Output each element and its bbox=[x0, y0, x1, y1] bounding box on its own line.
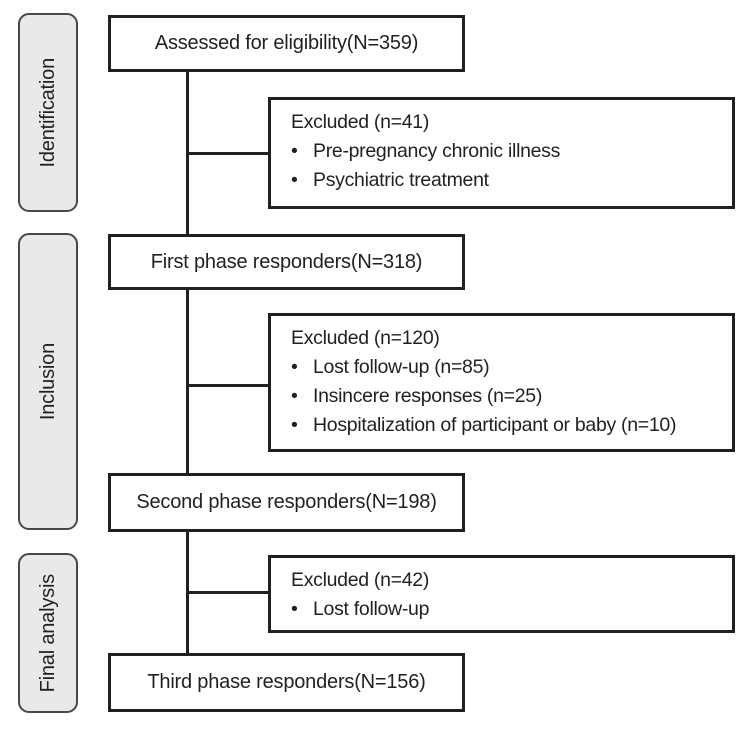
list-item: • Pre-pregnancy chronic illness bbox=[291, 137, 722, 166]
bullet-icon: • bbox=[291, 385, 298, 407]
excluded-box-1-title: Excluded (n=41) bbox=[291, 111, 430, 133]
list-item: • Lost follow-up bbox=[291, 595, 722, 624]
excluded-box-3-title: Excluded (n=42) bbox=[291, 569, 430, 591]
flow-box-second-phase-label: Second phase responders(N=198) bbox=[136, 491, 437, 513]
excluded-box-3-item-1: Lost follow-up bbox=[313, 598, 430, 620]
bullet-icon: • bbox=[291, 356, 298, 378]
excluded-box-1-item-1: Pre-pregnancy chronic illness bbox=[313, 140, 561, 162]
stage-final-analysis: Final analysis bbox=[18, 553, 78, 713]
flow-box-second-phase: Second phase responders(N=198) bbox=[108, 473, 465, 532]
bullet-icon: • bbox=[291, 140, 298, 162]
excluded-box-2: Excluded (n=120) • Lost follow-up (n=85)… bbox=[268, 313, 735, 452]
stage-inclusion: Inclusion bbox=[18, 233, 78, 530]
stage-identification-label: Identification bbox=[36, 57, 59, 168]
bullet-icon: • bbox=[291, 598, 298, 620]
flow-box-third-phase: Third phase responders(N=156) bbox=[108, 653, 465, 712]
excluded-box-2-item-1: Lost follow-up (n=85) bbox=[313, 356, 490, 378]
bullet-icon: • bbox=[291, 414, 298, 436]
connector-branch-3 bbox=[186, 591, 268, 594]
excluded-box-1-item-2: Psychiatric treatment bbox=[313, 169, 489, 191]
connector-branch-2 bbox=[186, 384, 268, 387]
connector-branch-1 bbox=[186, 152, 268, 155]
flow-box-first-phase: First phase responders(N=318) bbox=[108, 234, 465, 290]
list-item: • Hospitalization of participant or baby… bbox=[291, 411, 722, 440]
list-item: • Psychiatric treatment bbox=[291, 166, 722, 195]
stage-identification: Identification bbox=[18, 13, 78, 212]
bullet-icon: • bbox=[291, 169, 298, 191]
excluded-box-1: Excluded (n=41) • Pre-pregnancy chronic … bbox=[268, 97, 735, 209]
excluded-box-2-title: Excluded (n=120) bbox=[291, 327, 440, 349]
flow-box-assessed-label: Assessed for eligibility(N=359) bbox=[154, 32, 419, 54]
excluded-box-3: Excluded (n=42) • Lost follow-up bbox=[268, 555, 735, 633]
flow-box-third-phase-label: Third phase responders(N=156) bbox=[147, 671, 426, 693]
connector-vertical-2 bbox=[186, 290, 189, 473]
stage-final-analysis-label: Final analysis bbox=[36, 573, 59, 693]
list-item: • Lost follow-up (n=85) bbox=[291, 353, 722, 382]
flow-box-assessed: Assessed for eligibility(N=359) bbox=[108, 15, 465, 72]
stage-inclusion-label: Inclusion bbox=[36, 342, 59, 421]
flow-box-first-phase-label: First phase responders(N=318) bbox=[150, 250, 423, 273]
list-item: • Insincere responses (n=25) bbox=[291, 382, 722, 411]
excluded-box-2-item-3: Hospitalization of participant or baby (… bbox=[313, 414, 677, 436]
excluded-box-2-item-2: Insincere responses (n=25) bbox=[313, 385, 543, 407]
